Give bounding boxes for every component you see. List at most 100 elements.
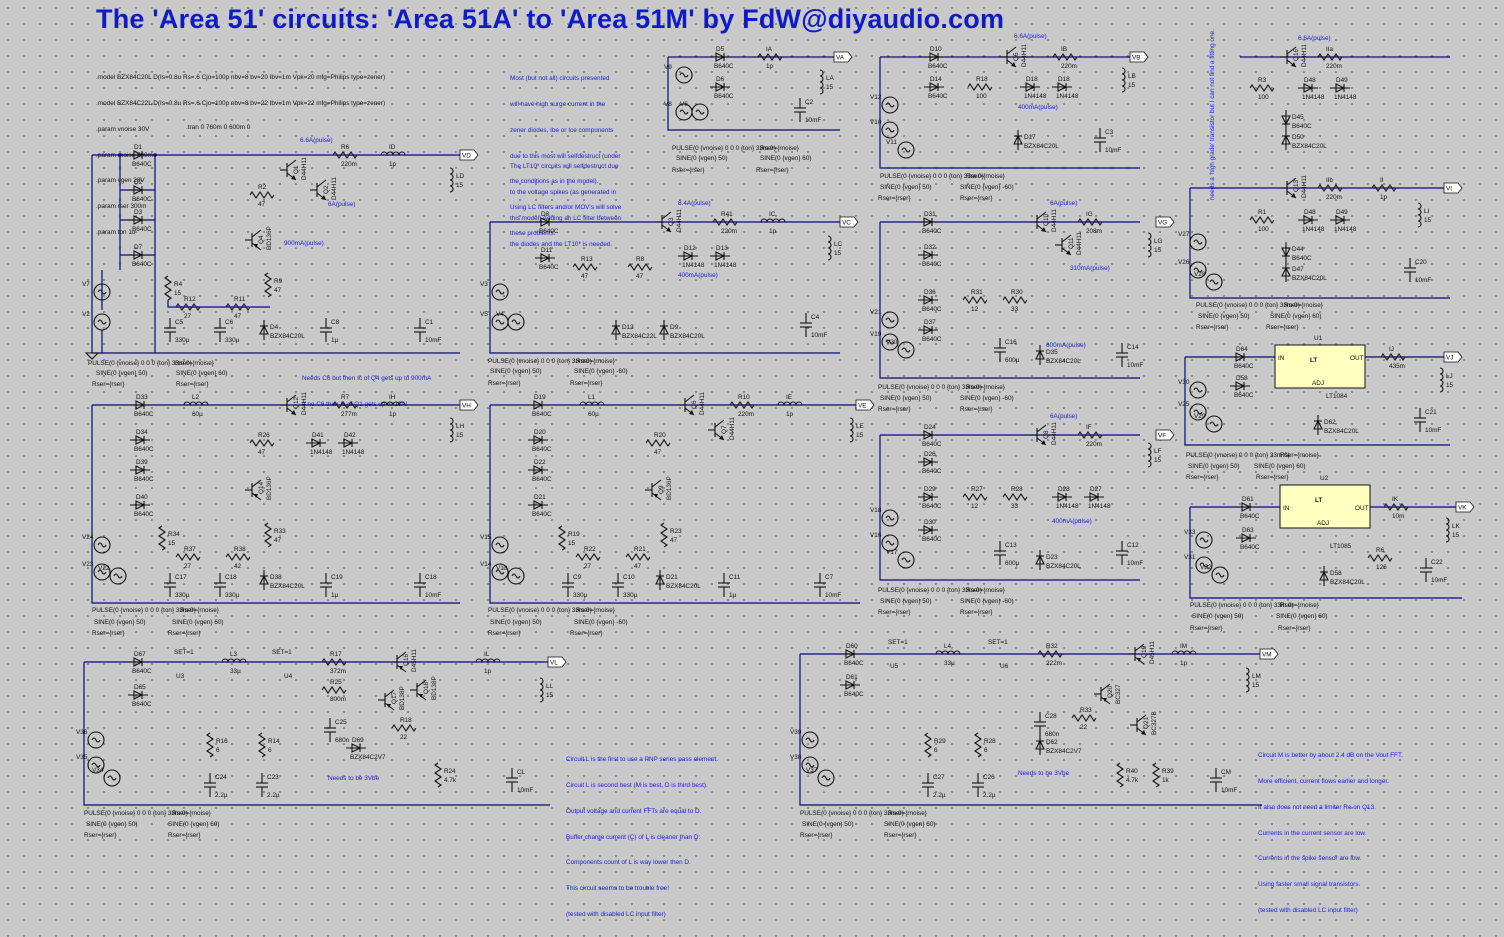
diode-ref: D18 <box>1058 76 1070 83</box>
resistor-value: 6 <box>934 747 938 754</box>
resistor-value: 27 <box>184 563 192 570</box>
voltage-source-symbol <box>881 96 899 114</box>
transistor-model: D44H11 <box>1301 44 1308 67</box>
transistor-model: D44H11 <box>1076 232 1083 255</box>
diode-ref: D63 <box>1242 527 1254 534</box>
bjt-collector <box>286 394 297 403</box>
diode-model: B640C <box>844 660 864 667</box>
switch-ref: U5 <box>890 663 899 670</box>
bjt-arrow <box>654 494 658 498</box>
lt-logo: LT <box>1310 357 1317 364</box>
resistor-value: 33 <box>1011 306 1019 313</box>
voltage-source-symbol <box>1211 566 1229 584</box>
capacitor-ref: C4 <box>811 314 820 321</box>
spice-model-directives[interactable]: .model BZX84C20L D(Is=0.8u Rs=.6 Cjo=100… <box>96 57 385 255</box>
net-label: VI <box>1446 186 1452 193</box>
param-vgen: .param vgen 28V <box>96 177 145 185</box>
diode-symbol <box>918 430 938 440</box>
transistor-model: D44H11 <box>1051 209 1058 232</box>
diode-model: BZX84C20L <box>666 583 701 590</box>
inductor-symbol <box>475 658 501 663</box>
inductor-value: 15 <box>834 250 842 257</box>
resistor-value: 33 <box>1011 503 1019 510</box>
diode-symbol <box>1298 215 1318 225</box>
inductor-value: 15 <box>456 432 464 439</box>
resistor-symbol <box>1383 503 1409 511</box>
wire <box>489 222 840 354</box>
inductor-symbol <box>380 151 406 156</box>
lt1084-regulator-box <box>1274 344 1366 389</box>
source-directive: SINE(0 {vgen} -60) <box>960 395 1014 402</box>
resistor-value: 220m <box>1086 441 1102 448</box>
inductor-ref: IC <box>769 211 776 218</box>
inductor-ref: LM <box>1252 673 1261 680</box>
inductor-ref: IL <box>484 651 490 658</box>
junction-dot <box>153 153 157 157</box>
source-directive: PULSE(0 {vnoise} 0 0 0 {ton} 33m 0) <box>878 587 982 594</box>
resistor-ref: R4 <box>174 281 183 288</box>
capacitor-value: 1µ <box>331 592 339 599</box>
diode-model: B640C <box>922 228 942 235</box>
surge-note-line: Most (but not all) circuits presented <box>510 75 610 83</box>
diode-model: B640C <box>132 668 152 675</box>
source-directive: Rser={rser} <box>570 630 603 637</box>
inductor-value: 1p <box>389 161 397 168</box>
transistor-model: D44H11 <box>699 392 706 415</box>
diode-ref: D24 <box>924 424 936 431</box>
inductor-value: 60µ <box>192 411 203 418</box>
inductor-symbol <box>380 401 406 406</box>
resistor-value: 4.7k <box>444 777 457 784</box>
resistor-symbol <box>332 401 358 409</box>
regulator-ref: U1 <box>1314 335 1323 342</box>
inductor-symbol <box>1121 67 1126 93</box>
transistor-model: BC327 <box>1115 684 1122 704</box>
param-rser: .param rser 300m <box>96 203 147 211</box>
inductor-value: 1p <box>786 411 794 418</box>
resistor-symbol <box>660 522 668 548</box>
voltage-source-ref: V3 <box>480 281 488 288</box>
resistor-value: 126 <box>1376 564 1387 571</box>
circuit-l-note-line: Components count of L is way lower then … <box>566 859 691 867</box>
transistor-model: D44H11 <box>729 417 736 440</box>
bjt-arrow <box>1291 193 1296 198</box>
schematic-canvas[interactable]: D1B640CD2B640CD3B640CD7B640CV7V2R415R122… <box>0 0 1504 844</box>
lt10-note[interactable]: The LT10* circuits will selfdestruct due… <box>510 146 621 266</box>
source-directive: SINE(0 {vgen} 50) <box>676 155 728 162</box>
diode-model: B640C <box>922 536 942 543</box>
capacitor-ref: C10 <box>623 574 635 581</box>
sine-mark <box>495 319 505 325</box>
diode-ref: D19 <box>534 394 546 401</box>
schematic-sheet[interactable]: The 'Area 51' circuits: 'Area 51A' to 'A… <box>0 0 1504 918</box>
tran-directive[interactable]: .tran 0 760m 0 600m 0 <box>186 124 251 131</box>
diode-symbol <box>918 295 938 305</box>
diode-ref: D29 <box>924 486 936 493</box>
bjt-collector <box>1286 177 1297 186</box>
transistor-ref: Q16 <box>1293 48 1300 61</box>
net-label: VH <box>462 403 471 410</box>
capacitor-ref: C12 <box>1127 542 1139 549</box>
resistor-value: 1p <box>1380 194 1388 201</box>
resistor-ref: IA <box>766 46 773 53</box>
diode-ref: D17 <box>1024 134 1036 141</box>
diode-model: B640C <box>928 63 948 70</box>
diode-ref: D36 <box>924 289 936 296</box>
zener-diode-symbol <box>1035 550 1045 570</box>
voltage-source-symbol <box>87 731 105 749</box>
transistor-ref: Q1 <box>293 165 300 174</box>
diode-symbol <box>1330 215 1350 225</box>
capacitor-value: 2.2µ <box>933 792 946 799</box>
surge-note[interactable]: Most (but not all) circuits presented wi… <box>510 58 621 256</box>
source-directive: Rser={rser} <box>960 609 993 616</box>
capacitor-ref: C20 <box>1415 259 1427 266</box>
diode-symbol <box>528 435 548 445</box>
diode-ref: D60 <box>846 643 858 650</box>
circuit-m-note-line: Currents in the current sensor are low. <box>1258 829 1367 837</box>
diode-ref: D34 <box>136 429 148 436</box>
current-annotation: 6A(pulse) <box>328 201 355 208</box>
capacitor-ref: C1 <box>425 319 434 326</box>
inductor-ref: L4 <box>944 643 952 650</box>
diode-symbol <box>528 465 548 475</box>
inductor-symbol <box>827 235 832 261</box>
diode-model: BZX84C20L <box>1024 143 1059 150</box>
resistor-symbol <box>1367 554 1393 562</box>
